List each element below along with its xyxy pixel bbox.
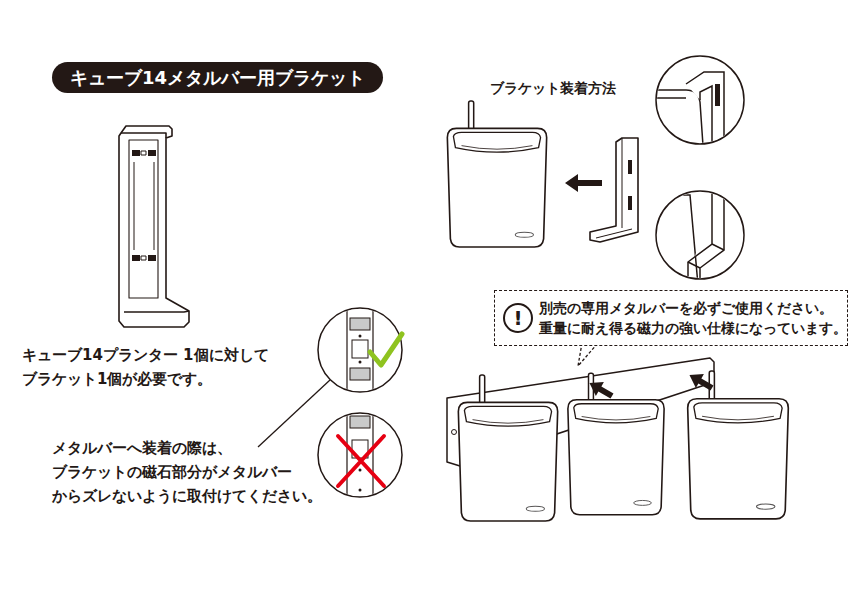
attach-illustration <box>596 138 632 238</box>
metal-bar-illustration <box>447 358 788 521</box>
correct-example <box>370 334 402 365</box>
leader-line <box>258 380 330 447</box>
wrong-example <box>359 469 362 472</box>
bracket-illustration <box>132 255 140 261</box>
title-banner: キューブ14メタルバー用ブラケット <box>52 62 383 93</box>
bracket-illustration <box>119 126 189 327</box>
bracket-illustration <box>121 133 166 138</box>
bracket-illustration <box>124 311 189 312</box>
metal-bar-illustration <box>685 368 716 395</box>
metal-bar-illustration <box>452 430 457 435</box>
correct-example <box>318 300 402 400</box>
zoom-circle-bottom <box>655 188 744 285</box>
note-wrap: ブラケット装着方法 <box>490 78 690 98</box>
correct-example <box>359 361 362 364</box>
bracket-illustration <box>132 150 140 156</box>
wrong-example <box>318 405 402 505</box>
note-wrap: キューブ14プランター 1個に対して ブラケット1個が必要です。 <box>22 343 312 391</box>
notice-box: 別売の専用メタルバーを必ずご使用ください。 重量に耐え得る磁力の強い仕様になって… <box>494 290 848 346</box>
attach-illustration <box>628 196 632 210</box>
note-wrap: メタルバーへ装着の際は、 ブラケットの磁石部分がメタルバー からズレないように取… <box>52 436 352 508</box>
correct-example <box>352 340 368 358</box>
zoom-circle-bottom <box>700 188 724 285</box>
zoom-circle-top <box>650 90 704 160</box>
attach-illustration <box>628 160 632 174</box>
bracket-illustration <box>141 256 146 260</box>
note-text: メタルバーへ装着の際は、 ブラケットの磁石部分がメタルバー からズレないように取… <box>52 436 352 508</box>
wrong-example <box>359 489 362 492</box>
zoom-circle-top <box>715 84 720 106</box>
metal-bar-illustration <box>568 373 664 514</box>
note-text: ブラケット装着方法 <box>490 78 690 98</box>
node-text: 別売の専用メタルバーを必ずご使用ください。 重量に耐え得る磁力の強い仕様になって… <box>539 298 839 338</box>
bracket-illustration <box>141 151 146 155</box>
metal-bar-illustration <box>685 368 716 395</box>
zoom-circle-bottom <box>655 195 698 285</box>
zoom-circle-top <box>650 97 686 99</box>
bracket-illustration <box>148 150 156 156</box>
wrong-example <box>338 436 384 486</box>
correct-example <box>350 318 370 330</box>
attach-illustration <box>590 138 638 242</box>
attach-illustration <box>447 101 546 247</box>
correct-example <box>350 368 370 380</box>
bracket-illustration <box>119 126 189 327</box>
bracket-illustration <box>134 162 154 250</box>
metal-bar-illustration <box>585 376 616 403</box>
bracket-illustration <box>129 140 158 298</box>
zoom-circle-top <box>650 72 724 160</box>
callout-tail <box>578 343 598 366</box>
bracket-illustration <box>148 255 156 261</box>
title-wrap: キューブ14メタルバー用ブラケット <box>52 62 383 93</box>
metal-bar-illustration <box>585 376 616 403</box>
zoom-circle-bottom <box>655 188 724 285</box>
correct-example <box>359 335 362 338</box>
attach-illustration <box>565 174 602 192</box>
zoom-circle-top <box>650 56 744 160</box>
note-text: キューブ14プランター 1個に対して ブラケット1個が必要です。 <box>22 343 312 391</box>
attach-illustration <box>447 101 638 247</box>
zoom-circle-bottom <box>656 191 744 279</box>
zoom-circle-top <box>686 72 724 150</box>
node-text: ! <box>513 307 522 329</box>
metal-bar-illustration <box>458 375 557 521</box>
metal-bar-illustration <box>688 371 789 519</box>
warning-icon: ! <box>503 303 533 333</box>
callout-tail <box>578 343 598 366</box>
wrong-example <box>350 416 370 428</box>
leader-line <box>258 380 330 447</box>
zoom-circle-bottom <box>688 244 724 268</box>
